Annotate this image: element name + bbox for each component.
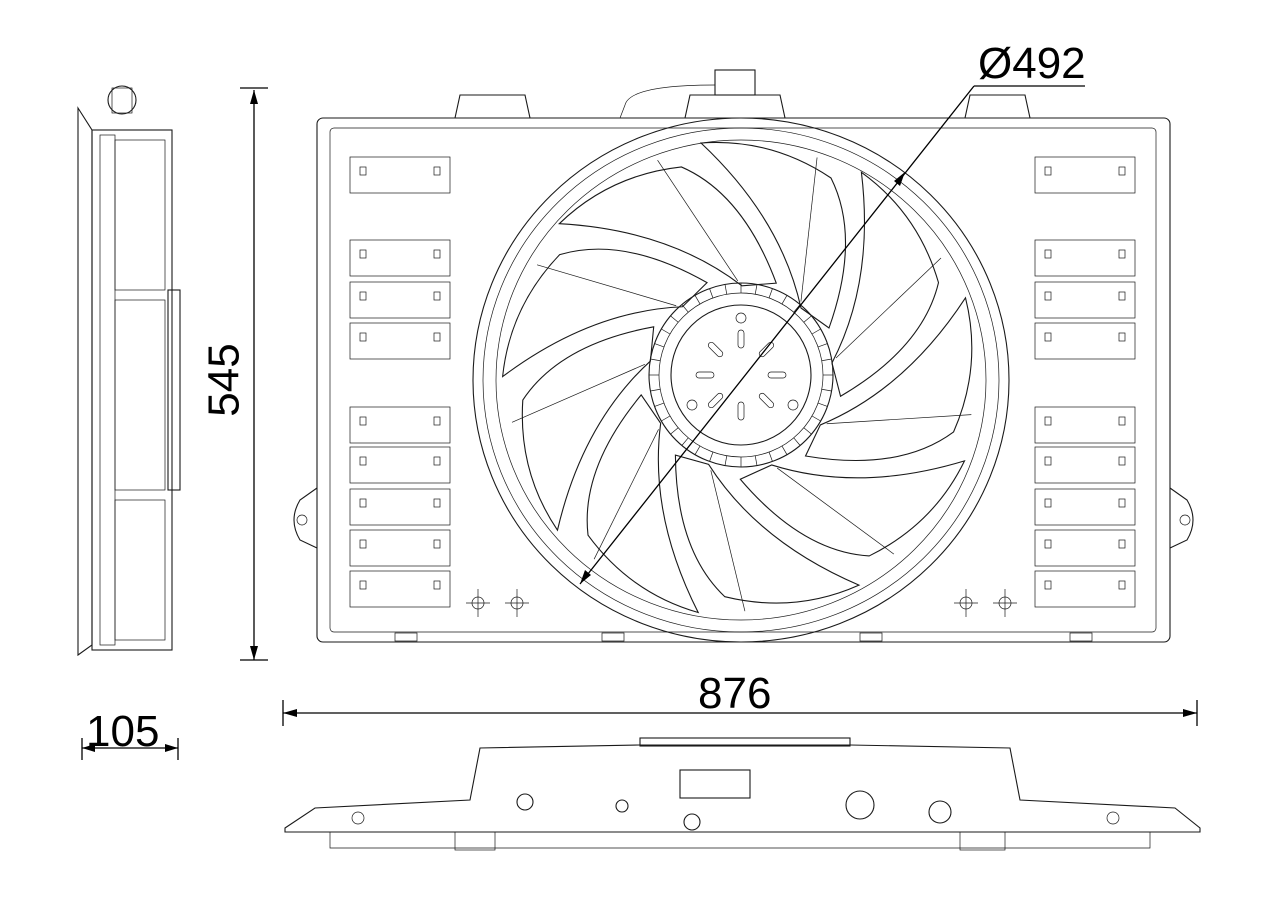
fan-blade: [511, 363, 700, 614]
louver-slot: [1034, 488, 1136, 526]
louver-slot: [349, 281, 451, 319]
louver-slot: [1034, 239, 1136, 277]
louver-slot: [349, 239, 451, 277]
fan-ring: [472, 117, 1010, 643]
fan-blade: [776, 296, 973, 555]
right-mount-tab: [1169, 487, 1194, 549]
diameter-label: Ø492: [978, 39, 1086, 88]
louver-slot: [349, 322, 451, 360]
fan-blade: [558, 157, 818, 302]
depth-label: 105: [86, 707, 160, 756]
louver-slots: [349, 156, 1136, 608]
side-view: [77, 85, 181, 657]
louver-slot: [1034, 156, 1136, 194]
louver-slot: [349, 570, 451, 608]
left-mount-tab: [293, 487, 318, 549]
fan-blade: [826, 171, 972, 425]
louver-slot: [1034, 529, 1136, 567]
shroud-frame: [316, 117, 1171, 643]
fan-blade: [593, 429, 861, 604]
louver-slot: [349, 446, 451, 484]
height-label: 545: [199, 343, 249, 417]
dimension-lines: [81, 85, 1198, 760]
fan-blades: [501, 141, 973, 614]
louver-slot: [1034, 322, 1136, 360]
bottom-view: [284, 737, 1201, 851]
louver-slot: [1034, 406, 1136, 444]
louver-slot: [1034, 570, 1136, 608]
fan-blade: [521, 264, 677, 532]
louver-slot: [1034, 446, 1136, 484]
louver-slot: [349, 156, 451, 194]
front-view: [293, 69, 1194, 643]
louver-slot: [349, 406, 451, 444]
louver-slot: [349, 488, 451, 526]
width-label: 876: [698, 669, 772, 718]
fan-blade: [699, 141, 942, 359]
fan-blade: [710, 459, 966, 612]
fan-blade: [501, 160, 739, 378]
louver-slot: [1034, 281, 1136, 319]
louver-slot: [349, 529, 451, 567]
